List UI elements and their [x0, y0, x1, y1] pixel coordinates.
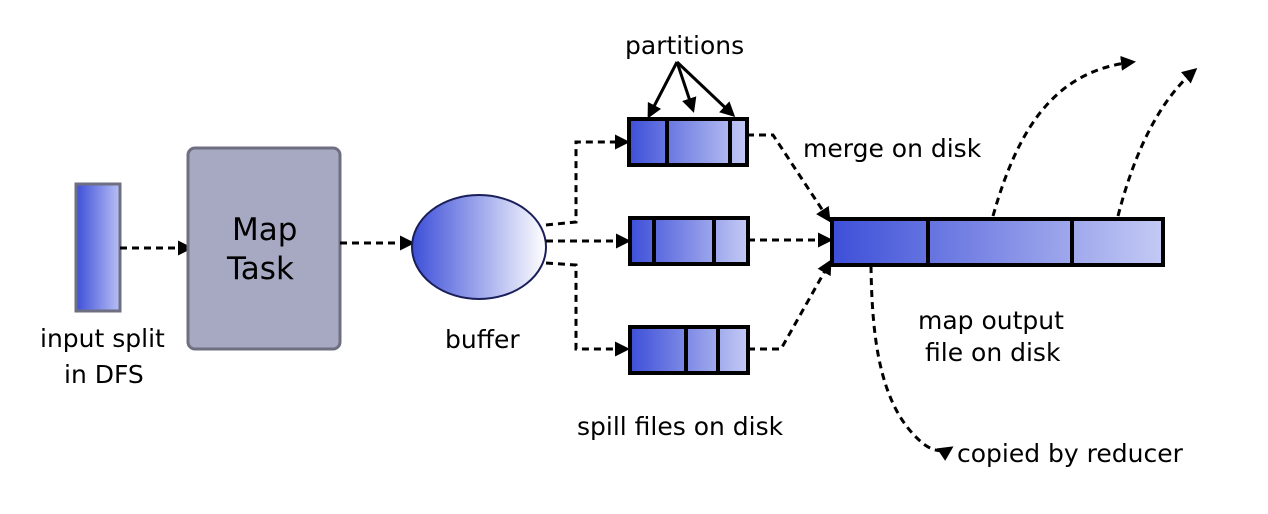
copied-by-reducer-label: copied by reducer: [957, 439, 1184, 468]
merge-arrow-3: [748, 259, 832, 351]
map-task-label-line1: Map: [232, 212, 297, 248]
merge-arrow-1: [747, 133, 831, 223]
spill-file-2: [628, 216, 750, 266]
partitions-label: partitions: [625, 31, 744, 60]
copy-arrow-up-2: [1116, 68, 1198, 217]
map-output-label-line2: file on disk: [925, 338, 1061, 367]
partition-arrow-2: [675, 61, 697, 113]
map-output-label-line1: map output: [918, 306, 1064, 335]
map-output-file: [830, 217, 1165, 267]
spill-files-label: spill files on disk: [577, 412, 784, 441]
spill-file-1: [627, 117, 749, 167]
copy-arrow-down: [869, 265, 954, 461]
partition-arrow-1: [647, 61, 679, 119]
partition-arrow-3: [675, 60, 736, 118]
input-split-label-line1: input split: [40, 324, 165, 353]
arrow-buffer-to-spill-1: [545, 134, 630, 227]
map-task-box: [186, 146, 342, 351]
buffer-ellipse: [411, 194, 547, 300]
input-split-block: [74, 182, 122, 313]
buffer-label: buffer: [445, 325, 520, 354]
copy-arrow-up-1: [991, 55, 1136, 217]
map-task-label-line2: Task: [226, 251, 294, 287]
merge-on-disk-label: merge on disk: [803, 134, 982, 163]
spill-file-3: [628, 325, 750, 375]
input-split-label-line2: in DFS: [64, 360, 144, 389]
arrow-buffer-to-spill-3: [545, 261, 630, 357]
